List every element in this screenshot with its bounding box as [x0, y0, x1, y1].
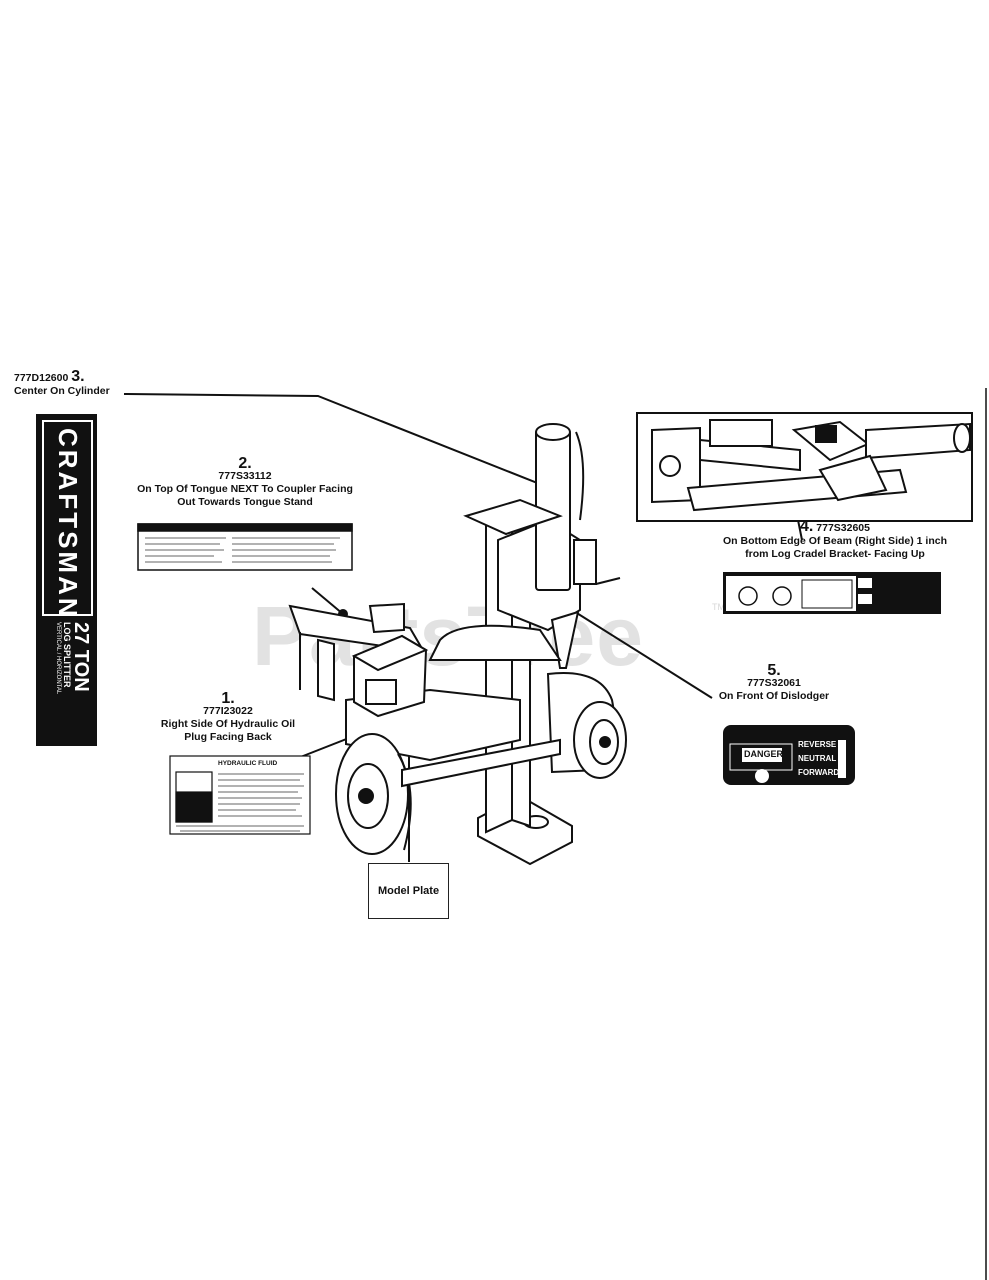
inset-detail — [636, 412, 973, 522]
decal-5-forward: FORWARD — [798, 768, 840, 777]
callout-3-part: 777D12600 — [14, 372, 69, 384]
machine — [288, 423, 627, 866]
callout-1: 1. 777I23022 Right Side Of Hydraulic Oil… — [148, 690, 308, 744]
decal-5-reverse: REVERSE — [798, 740, 837, 749]
callout-2: 2. 777S33112 On Top Of Tongue NEXT To Co… — [120, 455, 370, 509]
brand-product: LOG SPLITTER — [62, 622, 72, 688]
callout-4-location-2: from Log Cradel Bracket- Facing Up — [745, 548, 925, 560]
callout-5: 5. 777S32061 On Front Of Dislodger — [714, 662, 834, 703]
callout-2-number: 2. — [238, 455, 252, 472]
decal-5-neutral: NEUTRAL — [798, 754, 837, 763]
decal-1-title: HYDRAULIC FLUID — [218, 760, 278, 767]
leader-2 — [311, 587, 344, 615]
brand-box — [42, 420, 93, 616]
callout-4-part: 777S32605 — [816, 522, 870, 534]
leader-3 — [123, 393, 561, 493]
decal-5-danger: DANGER — [744, 749, 784, 759]
callout-5-part: 777S32061 — [747, 677, 801, 689]
callout-3-number: 3. — [71, 368, 85, 385]
brand-name: CRAFTSMAN — [53, 428, 83, 620]
callout-2-location-1: On Top Of Tongue NEXT To Coupler Facing — [137, 483, 353, 495]
model-plate-box: Model Plate — [368, 863, 449, 919]
decal-1 — [169, 755, 311, 835]
brand-sidebar: CRAFTSMAN 27 TON LOG SPLITTER VERTICAL /… — [36, 414, 97, 746]
leader-4 — [797, 519, 803, 541]
watermark-tm: TM — [712, 602, 725, 612]
callout-3: 777D12600 3. Center On Cylinder — [14, 368, 110, 398]
callout-4-location-1: On Bottom Edge Of Beam (Right Side) 1 in… — [722, 535, 947, 547]
model-plate-label: Model Plate — [377, 885, 440, 897]
decal-2 — [137, 523, 353, 571]
leader-5 — [571, 609, 713, 699]
callout-3-location: Center On Cylinder — [14, 385, 110, 397]
callout-4-number: 4. — [800, 518, 814, 535]
callout-1-location-2: Plug Facing Back — [184, 731, 272, 743]
brand-tonnage: 27 TON — [70, 622, 92, 692]
brand-descriptor: VERTICAL / HORIZONTAL — [55, 622, 61, 695]
callout-1-part: 777I23022 — [203, 705, 253, 717]
callout-1-location-1: Right Side Of Hydraulic Oil — [160, 718, 296, 730]
callout-2-location-2: Out Towards Tongue Stand — [177, 496, 313, 508]
decal-4 — [723, 572, 941, 614]
callout-4: 4. 777S32605 On Bottom Edge Of Beam (Rig… — [700, 518, 970, 561]
callout-5-number: 5. — [767, 662, 781, 679]
callout-5-location: On Front Of Dislodger — [718, 690, 830, 702]
decal-5 — [723, 725, 855, 785]
callout-1-number: 1. — [221, 690, 235, 707]
callout-2-part: 777S33112 — [218, 470, 272, 482]
